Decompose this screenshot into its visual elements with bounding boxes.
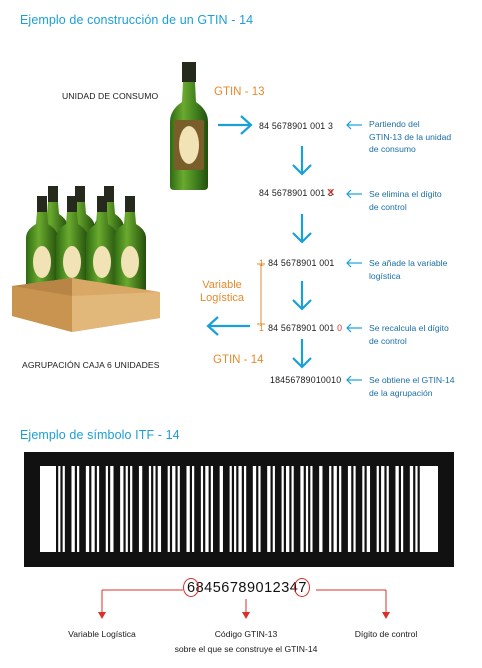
barcode-bar [231, 466, 235, 552]
barcode-bar [322, 466, 330, 552]
barcode-bar [336, 466, 340, 552]
barcode-bar [64, 466, 72, 552]
barcode-bar [113, 466, 121, 552]
barcode-bar [403, 466, 410, 552]
barcode-bar [417, 466, 420, 552]
itf14-barcode-frame [24, 452, 454, 567]
barcode-bar [155, 466, 158, 552]
barcode-bar [274, 466, 282, 552]
small-arrow-left-icon [346, 120, 362, 130]
barcode-bar [256, 466, 259, 552]
cross-icon: ✕ [326, 187, 336, 199]
barcode-bar [189, 466, 192, 552]
barcode-bar [151, 466, 154, 552]
barcode-bar [303, 466, 306, 552]
label-digito-control: Dígito de control [354, 629, 418, 639]
barcode-bar [289, 466, 292, 552]
step3-note: Se añade la variable logística [369, 258, 448, 281]
barcode-bar [161, 466, 168, 552]
arrow-down-icon [292, 339, 312, 369]
arrow-down-icon [292, 281, 312, 311]
barcode-bar [99, 466, 106, 552]
group-label: AGRUPACIÓN CAJA 6 UNIDADES [22, 360, 160, 370]
step4-note: Se recalcula el dígito de control [369, 323, 449, 346]
barcode-bar [132, 466, 139, 552]
small-arrow-left-icon [346, 258, 362, 268]
label-codigo-gtin13: Código GTIN-13 sobre el que se construye… [174, 629, 318, 654]
barcode-quiet-zone [40, 466, 438, 552]
barcode-bar [60, 466, 63, 552]
barcode-bar [308, 466, 311, 552]
barcode-bar [79, 466, 86, 552]
step5-code: 18456789010010 [270, 375, 342, 385]
barcode-bar [384, 466, 387, 552]
barcode-bar [175, 466, 178, 552]
gtin14-tag: GTIN - 14 [213, 354, 264, 366]
barcode-bar [213, 466, 220, 552]
last-digit: 7 [294, 578, 311, 597]
variable-logistica-tag: Variable Logística [200, 279, 245, 304]
label-variable-logistica: Variable Logística [68, 629, 136, 639]
arrow-down-icon [292, 214, 312, 244]
section-title-gtin14: Ejemplo de construcción de un GTIN - 14 [20, 13, 254, 27]
barcode-bar [312, 466, 320, 552]
barcode-bar [208, 466, 211, 552]
barcode-bar [56, 466, 59, 552]
itf14-bars [56, 466, 420, 552]
small-arrow-left-icon [346, 375, 362, 385]
barcode-bar [351, 466, 354, 552]
barcode-bar [236, 466, 239, 552]
barcode-bar [74, 466, 78, 552]
barcode-bar [194, 466, 201, 552]
barcode-bar [388, 466, 396, 552]
barcode-bar [94, 466, 97, 552]
barcode-bar [179, 466, 187, 552]
variable-bracket-icon [257, 263, 265, 325]
step5-note: Se obtiene el GTIN-14 de la agrupación [369, 375, 455, 398]
barcode-bar [241, 466, 244, 552]
unit-label: UNIDAD DE CONSUMO [62, 91, 159, 101]
barcode-bar [413, 466, 416, 552]
first-digit: 6 [183, 578, 199, 597]
arrow-down-icon [292, 146, 312, 176]
step1-code: 84 5678901 001 3 [259, 121, 334, 131]
section-title-itf14: Ejemplo de símbolo ITF - 14 [20, 428, 180, 442]
barcode-bar [222, 466, 230, 552]
step2-note: Se elimina el dígito de control [369, 189, 442, 212]
barcode-bar [203, 466, 206, 552]
barcode-bar [341, 466, 348, 552]
barcode-bar [293, 466, 301, 552]
barcode-bar [364, 466, 367, 552]
barcode-bar [370, 466, 377, 552]
barcode-bar [260, 466, 268, 552]
barcode-bar [331, 466, 334, 552]
barcode-bar [123, 466, 126, 552]
barcode-bar [270, 466, 273, 552]
barcode-bar [142, 466, 149, 552]
barcode-bar [355, 466, 363, 552]
barcode-bar [378, 466, 382, 552]
arrow-left-icon [206, 316, 250, 336]
barcode-bar [283, 466, 286, 552]
wine-bottle-icon [170, 62, 208, 190]
gtin13-tag: GTIN - 13 [214, 86, 265, 98]
arrow-right-icon [218, 115, 253, 135]
step1-note: Partiendo del GTIN-13 de la unidad de co… [369, 119, 452, 154]
barcode-bar [169, 466, 173, 552]
small-arrow-left-icon [346, 189, 362, 199]
struck-check-digit: 3✕ [326, 187, 336, 199]
barcode-bar [398, 466, 401, 552]
small-arrow-left-icon [346, 323, 362, 333]
step2-code: 84 5678901 001 3✕ [259, 187, 336, 199]
barcode-bar [89, 466, 92, 552]
barcode-bar [246, 466, 253, 552]
barcode-bar [107, 466, 111, 552]
barcode-bar [127, 466, 131, 552]
bottle-box-icon [12, 186, 160, 332]
